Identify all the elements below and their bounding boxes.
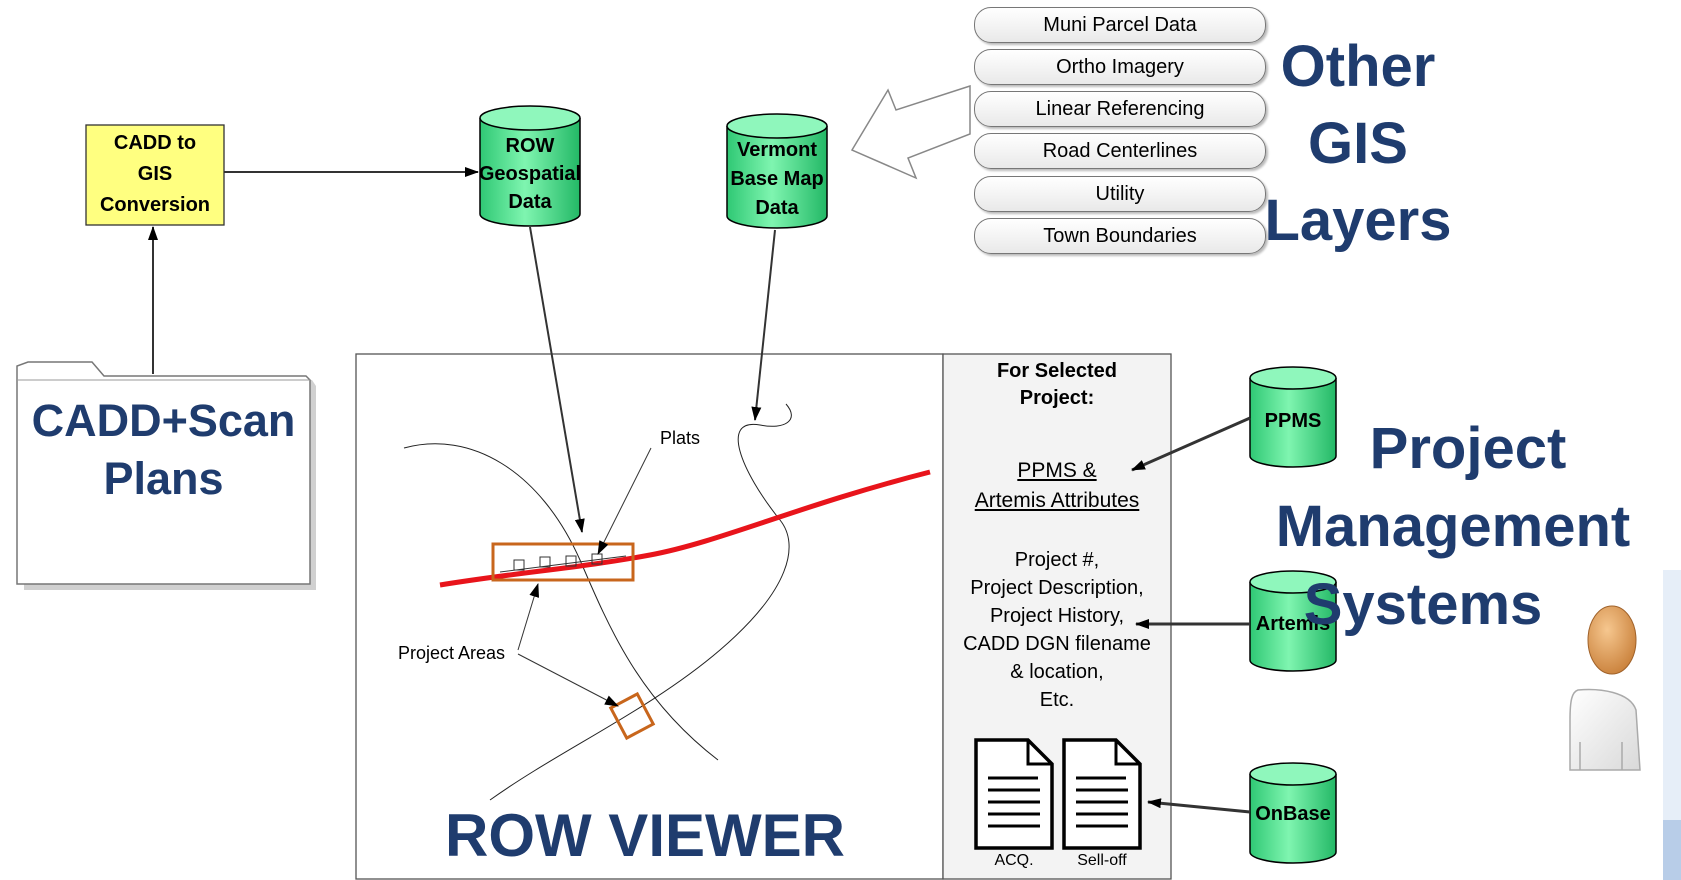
panel-header-line1: For Selected [996, 360, 1118, 382]
panel-header-line2: Project: [1019, 387, 1095, 409]
cadd-to-gis-label: CADD to GIS Conversion [86, 128, 224, 221]
red-route [439, 469, 931, 588]
project-area-box-1 [491, 542, 635, 582]
arrow-project-area-2 [517, 653, 619, 707]
cadd-to-gis-box [85, 124, 225, 226]
layer-pill-utility: Utility [974, 176, 1266, 212]
cadd-scan-line2: Plans [103, 453, 224, 504]
detail-cadd-dgn: CADD DGN filename [963, 633, 1151, 655]
person-icon [1569, 605, 1641, 771]
cadd-scan-plans-label: CADD+Scan Plans [17, 392, 310, 508]
detail-etc: Etc. [1039, 689, 1075, 711]
row-viewer-frame [355, 353, 944, 880]
row-geo-line3: Data [508, 191, 552, 213]
detail-project-description: Project Description, [970, 577, 1144, 599]
layer-pill-town-boundaries: Town Boundaries [974, 218, 1266, 254]
pms-line2: Management [1275, 494, 1631, 559]
plats-label: Plats [660, 428, 701, 448]
row-geospatial-cylinder [479, 105, 581, 227]
panel-header: For Selected Project: [945, 358, 1169, 412]
layer-pill-linear-referencing: Linear Referencing [974, 91, 1266, 127]
other-gis-line2: GIS [1308, 111, 1408, 176]
vermont-base-map-cylinder [726, 113, 828, 229]
pms-line3: Systems [1303, 572, 1543, 637]
row-viewer-title: ROW VIEWER [445, 802, 845, 869]
cadd-to-gis-line2: GIS [137, 163, 173, 185]
arrow-ppms-to-panel [1131, 416, 1251, 472]
artemis-cylinder [1249, 570, 1337, 672]
selloff-document-icon [1062, 738, 1142, 850]
onbase-cylinder [1249, 762, 1337, 864]
ppms-cylinder [1249, 366, 1337, 468]
arrow-plats [597, 447, 652, 555]
detail-project-history: Project History, [989, 605, 1125, 627]
cadd-scan-folder [16, 361, 316, 590]
layer-pill-muni-parcel: Muni Parcel Data [974, 7, 1266, 43]
vermont-base-map-label: Vermont Base Map Data [720, 136, 834, 223]
other-gis-line3: Layers [1264, 188, 1452, 253]
cadd-scan-line1: CADD+Scan [31, 395, 296, 446]
row-geospatial-label: ROW Geospatial Data [472, 132, 588, 216]
project-area-box-2 [608, 691, 656, 741]
arrow-row-to-viewer [529, 226, 585, 533]
panel-attr-line2: Artemis Attributes [974, 489, 1140, 512]
row-geo-line2: Geospatial [478, 163, 582, 185]
right-edge-strip [1663, 570, 1681, 880]
other-gis-layers-label: Other GIS Layers [1258, 28, 1458, 259]
row-geo-line1: ROW [505, 135, 555, 157]
artemis-label: Artemis [1255, 613, 1331, 635]
layers-block-arrow [850, 84, 971, 180]
pms-line1: Project [1369, 416, 1567, 481]
acq-label: ACQ. [994, 852, 1034, 869]
cadd-to-gis-line3: Conversion [99, 194, 211, 216]
acq-document-icon [974, 738, 1054, 850]
other-gis-line1: Other [1280, 34, 1436, 99]
layer-pill-ortho-imagery: Ortho Imagery [974, 49, 1266, 85]
project-management-systems-label: Project Management Systems [1238, 410, 1668, 644]
vbm-line1: Vermont [736, 139, 818, 161]
arrow-onbase-to-panel [1147, 798, 1251, 814]
arrow-project-area-1 [517, 583, 540, 651]
map-curve-2 [489, 403, 792, 801]
project-areas-label: Project Areas [398, 643, 506, 663]
ppms-label: PPMS [1264, 410, 1322, 432]
right-edge-strip-dark [1663, 820, 1681, 880]
onbase-label: OnBase [1255, 803, 1331, 825]
panel-attr-line1: PPMS & [1017, 459, 1097, 482]
selloff-label: Sell-off [1077, 852, 1127, 869]
arrow-basemap-to-viewer [751, 229, 776, 421]
layer-pill-road-centerlines: Road Centerlines [974, 133, 1266, 169]
detail-location: & location, [1010, 661, 1104, 683]
plat-marks [499, 553, 627, 573]
vbm-line3: Data [755, 197, 799, 219]
vbm-line2: Base Map [730, 168, 824, 190]
panel-attributes: PPMS & Artemis Attributes [945, 456, 1169, 516]
map-curve-1 [403, 443, 719, 761]
cadd-to-gis-line1: CADD to [113, 132, 197, 154]
detail-project-number: Project #, [1014, 549, 1100, 571]
panel-details: Project #, Project Description, Project … [945, 546, 1169, 714]
